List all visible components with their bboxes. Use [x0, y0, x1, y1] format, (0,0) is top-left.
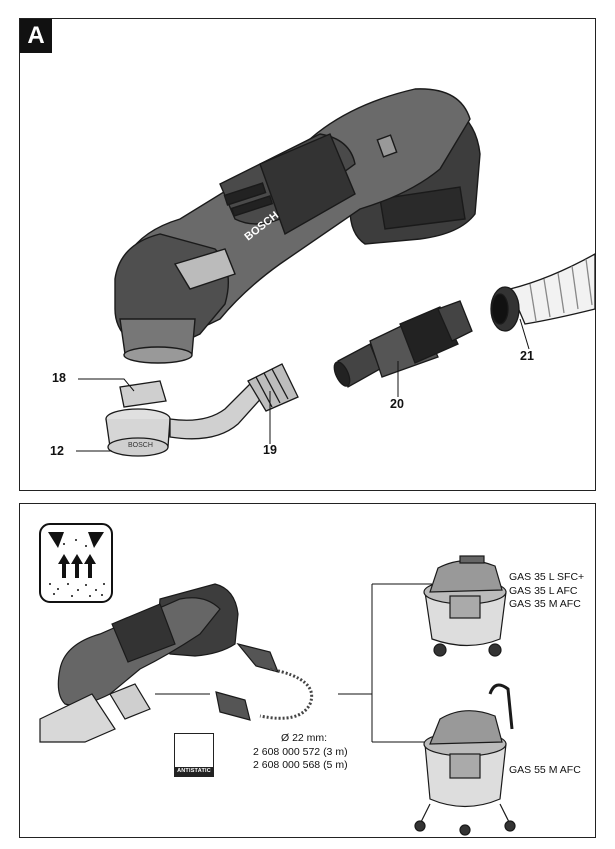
- callout-19: 19: [263, 443, 277, 457]
- adapter-drawing: [333, 300, 473, 388]
- callout-12: 12: [50, 444, 64, 458]
- antistatic-label: ANTISTATIC: [175, 767, 213, 776]
- vacuum-models-top: GAS 35 L SFC+ GAS 35 L AFC GAS 35 M AFC: [509, 571, 584, 612]
- extraction-hose-drawing: [215, 642, 313, 721]
- panel-b-illustration: [39, 523, 516, 836]
- panel-badge-a: A: [20, 19, 52, 53]
- vacuum-model-3: GAS 35 M AFC: [509, 598, 581, 610]
- hose-spec-block: Ø 22 mm: 2 608 000 572 (3 m) 2 608 000 5…: [253, 732, 348, 773]
- leader-lines: [76, 318, 530, 452]
- dust-extraction-symbol-icon: [39, 523, 113, 603]
- multitool-drawing: [114, 88, 481, 364]
- figure-panel-b: ANTISTATIC Ø 22 mm: 2 608 000 572 (3 m) …: [19, 503, 596, 838]
- figure-panel-a: A BOSCH: [19, 18, 596, 491]
- vacuum-model-1: GAS 35 L SFC+: [509, 571, 585, 583]
- hose-part-3m: 2 608 000 572 (3 m): [253, 745, 348, 758]
- vacuum-cleaner-top-drawing: [423, 555, 507, 657]
- callout-21: 21: [520, 349, 534, 363]
- connector-lines: [155, 583, 432, 743]
- hose-diameter-text: Ø 22 mm:: [281, 732, 328, 744]
- callout-20: 20: [390, 397, 404, 411]
- callout-18: 18: [52, 371, 66, 385]
- vacuum-cleaner-bottom-drawing: [414, 683, 516, 836]
- svg-text:BOSCH: BOSCH: [128, 442, 153, 449]
- vacuum-model-bottom: GAS 55 M AFC: [509, 764, 581, 776]
- panel-a-illustration: BOSCH BOSCH: [76, 88, 596, 457]
- antistatic-symbol: ANTISTATIC: [174, 733, 214, 777]
- hose-drawing: [490, 252, 596, 332]
- vacuum-model-2: GAS 35 L AFC: [509, 584, 578, 597]
- hose-part-5m: 2 608 000 568 (5 m): [253, 759, 348, 771]
- multitool-sanding-drawing: [39, 583, 239, 743]
